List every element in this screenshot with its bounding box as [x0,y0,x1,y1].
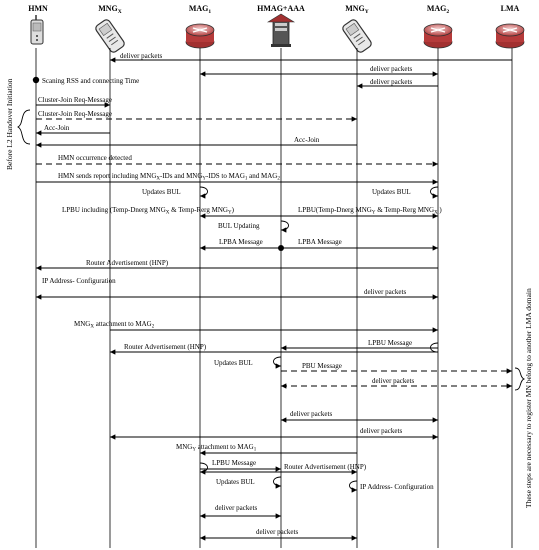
self-loop [349,480,358,493]
cellphone-icon [342,19,372,53]
self-loop [273,476,282,489]
message-label: Acc-Join [44,124,70,132]
server-icon [266,13,296,47]
message-label: LPBU(Temp-Dnerg MNGY & Temp-Rerg MNGX ) [298,206,442,216]
node-header-mag2: MAG2 [427,4,450,15]
node-header-mag1: MAG1 [189,4,212,15]
scan-dot [32,76,40,84]
message-label: LPBU Message [368,339,412,347]
message-label: deliver packets [256,528,298,536]
message-label: LPBU including (Temp-Dnerg MNGX & Temp-R… [62,206,235,216]
message-label: Router Advertisement (HNP) [86,259,169,267]
message-label: deliver packets [290,410,332,418]
message-label: Updates BUL [214,359,253,367]
message-label: Updates BUL [372,188,411,196]
message-label: MNGX attachment to MAG2 [74,320,155,330]
node-label-mngx: MNGX [98,4,122,15]
message-label: deliver packets [364,288,406,296]
message-label: Updates BUL [142,188,181,196]
message-label: Cluster-Join Req-Message [38,96,112,104]
node-header-lma: LMA [501,4,520,13]
messages [36,57,512,541]
message-label: Router Advertisement (HNP) [284,463,367,471]
node-header-hmn: HMN [28,4,48,13]
message-label: Cluster-Join Req-Message [38,110,112,118]
node-header-mngy: MNGY [345,4,369,15]
self-loop [199,462,208,475]
node-header-hmag: HMAG+AAA [257,4,305,13]
message-label: deliver packets [372,377,414,385]
node-label-lma: LMA [501,4,520,13]
node-label-mngy: MNGY [345,4,369,15]
message-label: BUL Updating [218,222,260,230]
left-side-note: Before L2 Handover Initiation [5,78,14,170]
self-loop [273,356,282,369]
message-label: Router Advertisement (HNP) [124,343,207,351]
router-icon [423,23,453,49]
right-side-note: These steps are necessary to register MN… [524,288,533,508]
node-label-mag1: MAG1 [189,4,212,15]
self-loop [430,186,439,199]
lpba-dot [278,245,284,251]
message-label: deliver packets [370,65,412,73]
right-brace [514,367,526,391]
message-label: IP Address- Configuration [42,277,116,285]
message-label: deliver packets [370,78,412,86]
message-label: deliver packets [360,427,402,435]
message-label: IP Address- Configuration [360,483,434,491]
message-label: LPBA Message [219,238,263,246]
mobile-phone-icon [30,15,44,45]
message-label: HMN sends report including MNGX-IDs and … [58,172,280,182]
node-header-mngx: MNGX [98,4,122,15]
message-label: LPBA Message [298,238,342,246]
message-label: HMN occurrence detected [58,154,132,162]
message-label: Acc-Join [294,136,320,144]
self-loop [280,220,289,233]
message-label: deliver packets [215,504,257,512]
message-label: deliver packets [120,52,162,60]
node-label-hmn: HMN [28,4,48,13]
cellphone-icon [95,19,125,53]
self-loop [199,186,208,199]
message-label: Updates BUL [216,478,255,486]
message-labels: deliver packets deliver packets deliver … [38,52,442,536]
router-icon [495,23,525,49]
self-loop [430,342,439,353]
router-icon [185,23,215,49]
node-label-mag2: MAG2 [427,4,450,15]
node-label-hmag: HMAG+AAA [257,4,305,13]
message-label: LPBU Message [212,459,256,467]
lifelines [35,48,513,548]
message-label: PBU Message [302,362,342,370]
message-label: MNGY attachment to MAG1 [176,443,257,453]
left-brace [16,109,31,145]
message-label: Scaning RSS and connecting Time [42,77,139,85]
